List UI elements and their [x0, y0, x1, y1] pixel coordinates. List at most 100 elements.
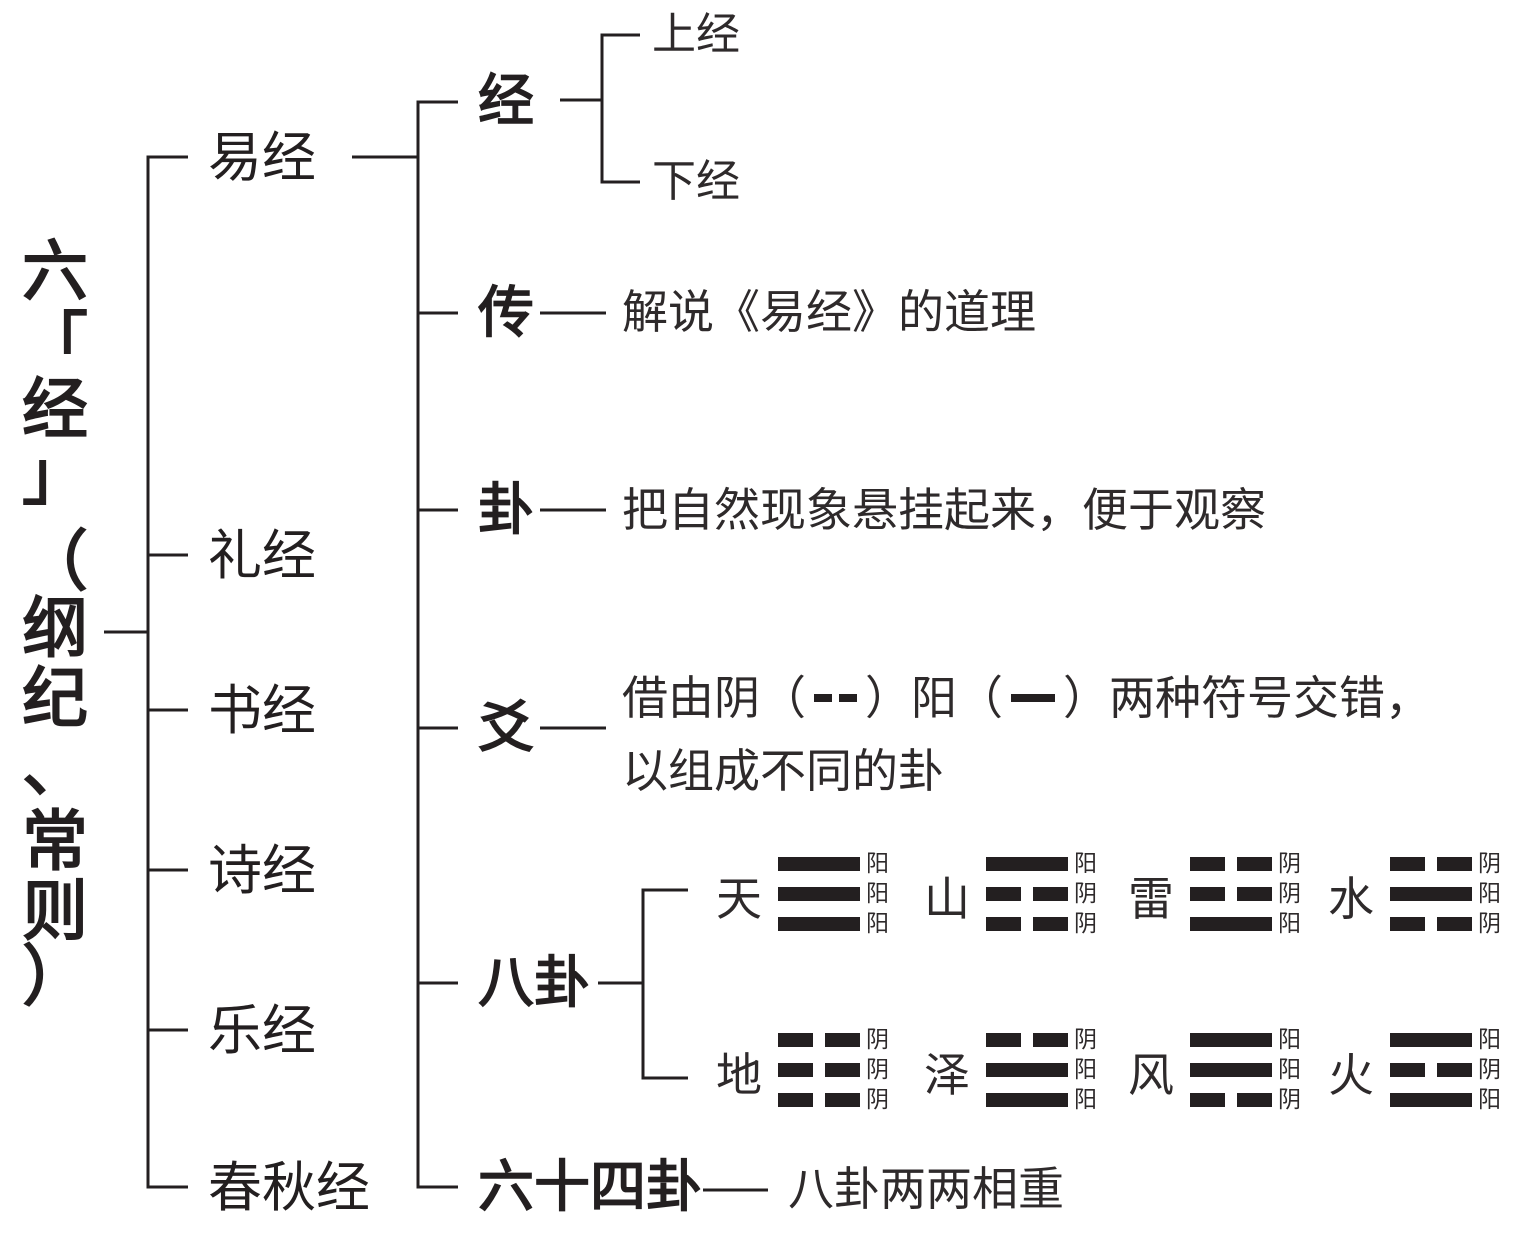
yao-desc-part2: ）阳（ [865, 672, 1003, 724]
trigram-name: 火 [1328, 1049, 1374, 1101]
gua-description: 把自然现象悬挂起来，便于观察 [622, 484, 1266, 536]
node-jing: 经 [478, 71, 534, 133]
yin-line-segment [1190, 1093, 1225, 1107]
line-label: 阴 [1478, 850, 1501, 876]
node-yao: 爻 [478, 698, 534, 760]
yang-line [986, 1063, 1068, 1077]
yin-line-segment [778, 1033, 813, 1047]
line-label: 阳 [1074, 1086, 1097, 1112]
line-label: 阳 [1478, 1026, 1501, 1052]
yin-line-segment [1033, 887, 1068, 901]
yang-symbol [1011, 694, 1055, 702]
root-title-char: 、 [22, 732, 88, 805]
yang-line [986, 1093, 1068, 1107]
line-label: 阴 [1278, 880, 1301, 906]
line-label: 阳 [866, 880, 889, 906]
root-title-char: 经 [22, 374, 88, 447]
sixtyfour-description: 八卦两两相重 [788, 1163, 1064, 1215]
classic-shujing: 书经 [208, 681, 316, 741]
yin-line-segment [1437, 857, 1472, 871]
yang-line [1390, 887, 1472, 901]
line-label: 阴 [866, 1086, 889, 1112]
line-label: 阳 [866, 850, 889, 876]
yin-line-segment [1390, 857, 1425, 871]
node-bagua: 八卦 [478, 953, 590, 1015]
yao-description-line1: 借由阴（ ）阳（ ）两种符号交错， [622, 675, 1431, 721]
yang-line [778, 917, 860, 931]
line-label: 阳 [1278, 1026, 1301, 1052]
yang-line [1190, 1033, 1272, 1047]
root-title-char: ） [22, 941, 88, 1014]
line-label: 阳 [1278, 1056, 1301, 1082]
line-label: 阴 [866, 1026, 889, 1052]
trigram-name: 雷 [1128, 873, 1174, 925]
trigram-name: 泽 [924, 1049, 970, 1101]
yin-line-segment [1390, 917, 1425, 931]
yang-line [1390, 1033, 1472, 1047]
yin-line-segment [1390, 1063, 1425, 1077]
root-title-char: 纪 [22, 663, 88, 736]
line-label: 阳 [866, 910, 889, 936]
yao-desc-part3: ）两种符号交错， [1063, 672, 1431, 724]
classic-yijing: 易经 [208, 128, 316, 188]
yin-line-segment [1437, 917, 1472, 931]
yin-line-segment [1237, 857, 1272, 871]
node-sixtyfour: 六十四卦 [478, 1157, 702, 1219]
yin-line-segment [986, 887, 1021, 901]
line-label: 阳 [1278, 910, 1301, 936]
root-title-char: （ [22, 526, 88, 599]
root-title-char: 「 [22, 308, 88, 381]
line-label: 阳 [1074, 850, 1097, 876]
yin-line-segment [1237, 1093, 1272, 1107]
yin-line-segment [778, 1093, 813, 1107]
line-label: 阳 [1478, 1086, 1501, 1112]
yao-description-line2: 以组成不同的卦 [622, 745, 944, 797]
line-label: 阴 [1478, 910, 1501, 936]
root-title-char: 常 [22, 806, 88, 879]
classics-bracket [146, 155, 188, 1189]
root-title-char: 」 [22, 440, 88, 513]
yin-symbol [814, 694, 857, 702]
yang-line [778, 857, 860, 871]
yin-line-segment [986, 917, 1021, 931]
line-label: 阴 [1074, 880, 1097, 906]
line-label: 阴 [1074, 910, 1097, 936]
yin-line-segment [986, 1033, 1021, 1047]
yang-line [1190, 1063, 1272, 1077]
trigram-name: 水 [1328, 873, 1374, 925]
jing-bracket [600, 33, 640, 184]
yin-line-segment [778, 1063, 813, 1077]
classic-lijing: 礼经 [208, 526, 316, 586]
line-label: 阴 [866, 1056, 889, 1082]
trigram-name: 地 [716, 1049, 762, 1101]
line-label: 阴 [1278, 850, 1301, 876]
yin-line-segment [1033, 1033, 1068, 1047]
node-zhuan: 传 [478, 283, 534, 345]
yang-line [986, 857, 1068, 871]
node-xiajing: 下经 [652, 157, 740, 206]
node-gua: 卦 [478, 480, 534, 542]
yang-line [1190, 917, 1272, 931]
bagua-bracket [641, 888, 688, 1080]
trigram-name: 风 [1128, 1049, 1174, 1101]
line-label: 阳 [1478, 880, 1501, 906]
yao-desc-part1: 借由阴（ [622, 672, 806, 724]
yijing-bracket [416, 100, 458, 1189]
line-label: 阴 [1278, 1086, 1301, 1112]
line-label: 阴 [1074, 1026, 1097, 1052]
trigram-name: 山 [924, 873, 970, 925]
classic-chunqiujing: 春秋经 [208, 1158, 370, 1218]
yang-line [778, 887, 860, 901]
node-shangjing: 上经 [652, 10, 740, 59]
root-title-char: 纲 [22, 593, 88, 666]
yin-line-segment [825, 1033, 860, 1047]
yin-line-segment [1190, 857, 1225, 871]
yin-line-segment [1237, 887, 1272, 901]
trigram-name: 天 [716, 873, 762, 925]
yin-line-segment [825, 1063, 860, 1077]
yin-line-segment [825, 1093, 860, 1107]
line-label: 阴 [1478, 1056, 1501, 1082]
yang-line [1390, 1093, 1472, 1107]
root-title-char: 六 [22, 236, 88, 309]
